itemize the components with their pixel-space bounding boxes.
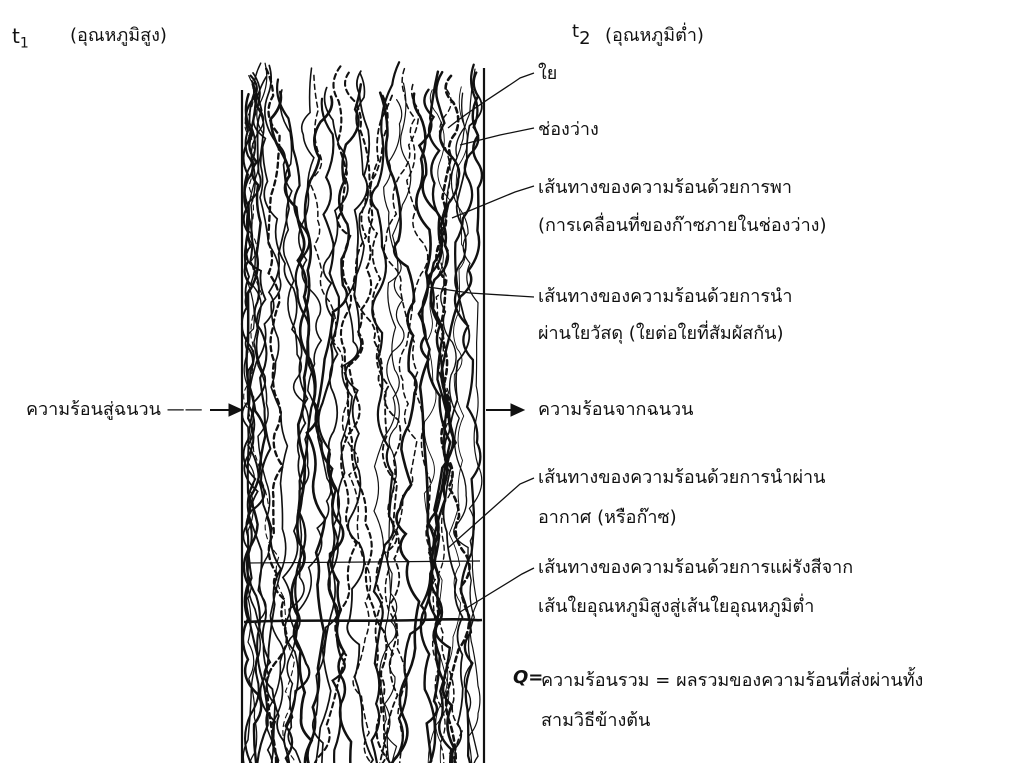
fiber-strand: [385, 83, 411, 763]
heat-out-arrowhead: [511, 404, 524, 416]
t1-label: t1: [12, 22, 29, 58]
radiation-path-line: [244, 619, 482, 622]
fiber-label: ใย: [538, 60, 557, 88]
leader-fiber: [448, 73, 534, 128]
heat-in-label: ความร้อนสู่ฉนวน ——: [26, 396, 203, 424]
fiber-mass: [242, 62, 482, 763]
conduction-label-line2: ผ่านใยวัสดุ (ใยต่อใยที่สัมผัสกัน): [538, 320, 783, 348]
leader-gas-conduction: [448, 478, 534, 548]
gas-conduction-label-line1: เส้นทางของความร้อนด้วยการนำผ่าน: [538, 464, 825, 492]
heat-out-label: ความร้อนจากฉนวน: [538, 396, 693, 424]
gas-conduction-label-line2: อากาศ (หรือก๊าซ): [538, 504, 677, 532]
t2-description: (อุณหภูมิต่ำ): [605, 22, 704, 50]
t2-label: t2: [572, 18, 591, 53]
radiation-label-line1: เส้นทางของความร้อนด้วยการแผ่รังสีจาก: [538, 554, 853, 582]
leader-convection: [452, 186, 534, 218]
leader-void: [460, 128, 534, 145]
void-label: ช่องว่าง: [538, 116, 599, 144]
t1-description: (อุณหภูมิสูง): [70, 22, 167, 50]
q-description-line2: สามวิธีข้างต้น: [541, 707, 650, 735]
q-symbol: Q=: [513, 664, 543, 692]
convection-label-line1: เส้นทางของความร้อนด้วยการพา: [538, 174, 792, 202]
q-description-line1: ความร้อนรวม = ผลรวมของความร้อนที่ส่งผ่าน…: [541, 667, 923, 695]
radiation-upper-line: [246, 561, 480, 563]
conduction-label-line1: เส้นทางของความร้อนด้วยการนำ: [538, 283, 792, 311]
heat-in-arrowhead: [229, 404, 242, 416]
t2-subscript: 2: [579, 28, 590, 49]
radiation-label-line2: เส้นใยอุณหภูมิสูงสู่เส้นใยอุณหภูมิต่ำ: [538, 593, 814, 621]
t2-superscript: t: [572, 21, 579, 42]
convection-label-line2: (การเคลื่อนที่ของก๊าซภายในช่องว่าง): [538, 212, 826, 240]
t1-symbol: t: [12, 24, 20, 48]
leader-radiation: [460, 568, 534, 612]
t1-subscript: 1: [20, 36, 29, 52]
